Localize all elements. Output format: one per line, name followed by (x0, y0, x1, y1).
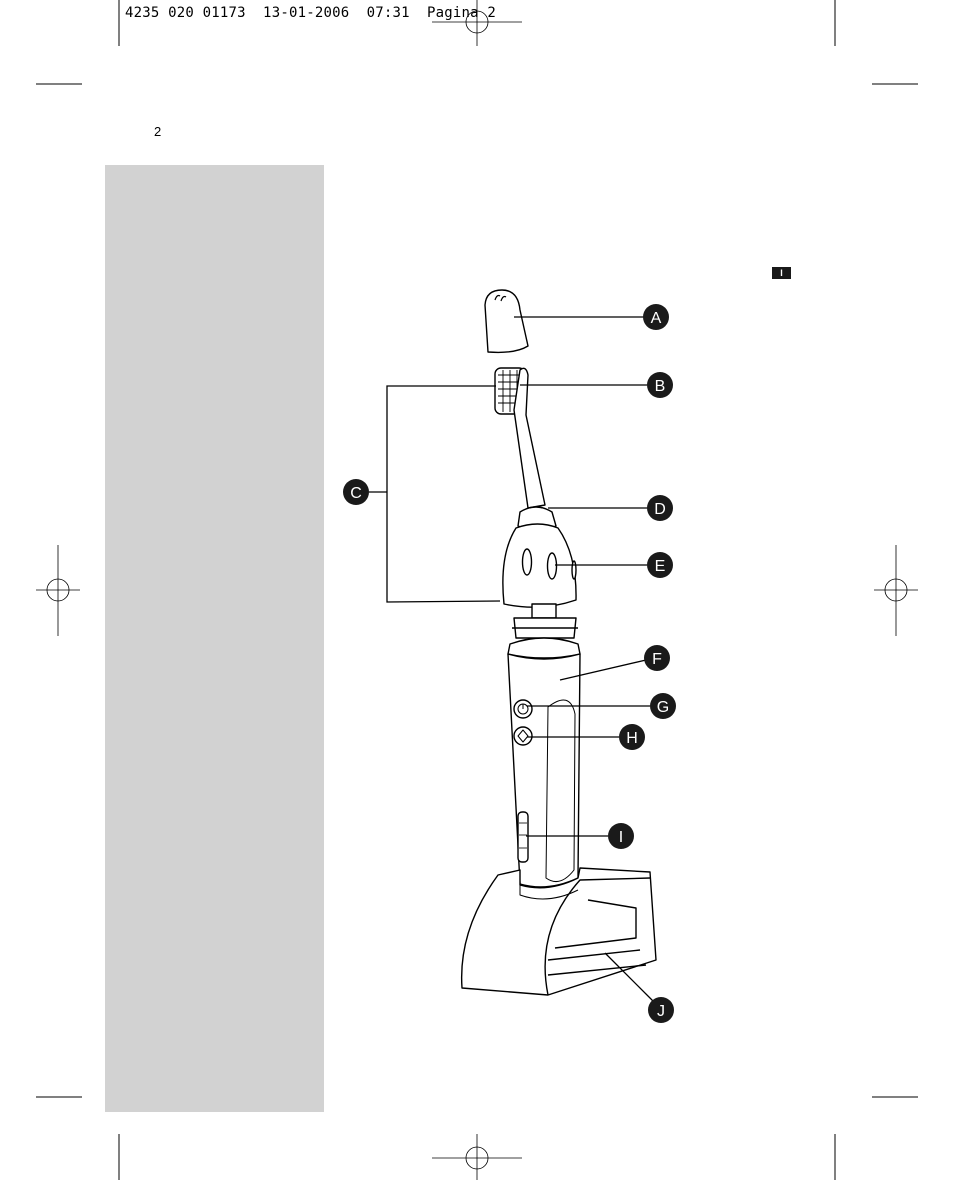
registration-mark-right (874, 545, 918, 636)
print-header: 4235 020 01173 13-01-2006 07:31 Pagina 2 (125, 5, 497, 21)
crop-marks (36, 0, 918, 1180)
callout-label-a: A (651, 310, 662, 327)
protective-cap (484, 289, 529, 354)
callout-label-b: B (655, 378, 666, 395)
registration-mark-left (36, 545, 80, 636)
callout-j: J (648, 997, 674, 1023)
registration-mark-bottom (432, 1134, 522, 1180)
charger-base (460, 867, 657, 996)
callout-h: H (619, 724, 645, 750)
language-tab: I (772, 267, 791, 279)
callout-i: I (608, 823, 634, 849)
mode-button (513, 726, 533, 746)
callout-label-h: H (626, 730, 638, 747)
page-number: 2 (154, 124, 162, 139)
callout-e: E (647, 552, 673, 578)
registration-mark-top (432, 0, 522, 46)
callout-label-d: D (654, 501, 666, 518)
callout-c: C (343, 479, 369, 505)
leader-lines (369, 316, 654, 1002)
callout-f: F (644, 645, 670, 671)
callout-d: D (647, 495, 673, 521)
callout-g: G (650, 693, 676, 719)
callout-b: B (647, 372, 673, 398)
callout-label-e: E (655, 558, 666, 575)
brush-neck (513, 367, 546, 509)
side-panel (105, 165, 324, 1112)
callout-label-j: J (657, 1003, 665, 1020)
callout-label-g: G (657, 699, 669, 716)
brush-head-base (502, 523, 577, 608)
callout-label-i: I (619, 829, 623, 846)
callout-a: A (643, 304, 669, 330)
toothbrush-drawing (460, 289, 657, 996)
callout-label-f: F (652, 651, 662, 668)
battery-indicator (517, 811, 529, 863)
callout-label-c: C (350, 485, 362, 502)
